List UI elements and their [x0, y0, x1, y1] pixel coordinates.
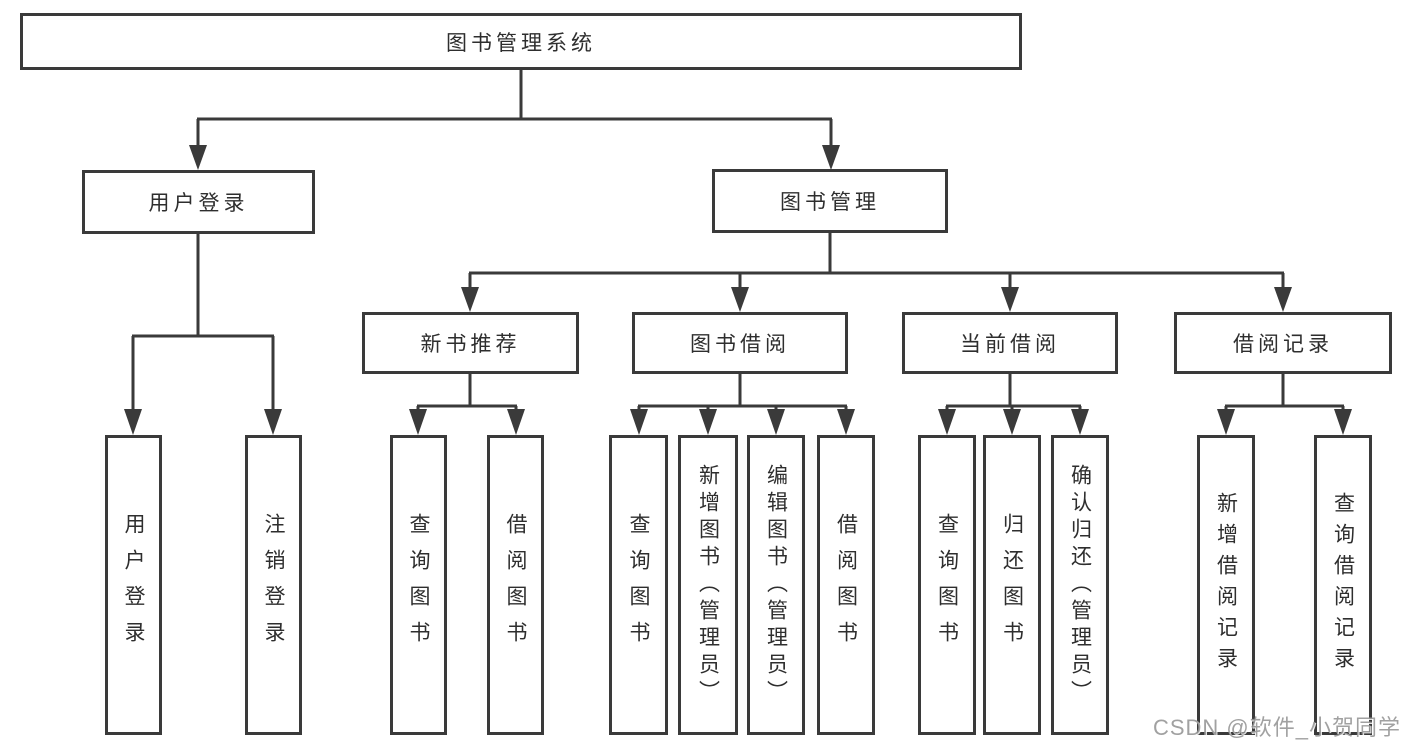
arrowhead	[1071, 409, 1089, 435]
arrowhead	[731, 287, 749, 312]
arrowhead	[1003, 409, 1021, 435]
arrowhead	[1001, 287, 1019, 312]
leaf-query-borrow-record: 查询借阅记录	[1314, 435, 1372, 735]
leaf-query-books-recommend: 查询图书	[390, 435, 447, 735]
node-user-login: 用户登录	[82, 170, 315, 234]
node-new-book-recommend: 新书推荐	[362, 312, 579, 374]
arrowhead	[264, 409, 282, 435]
arrowhead	[124, 409, 142, 435]
edges-book-management	[461, 233, 1292, 312]
leaf-borrow-books-recommend: 借阅图书	[487, 435, 544, 735]
leaf-add-book-admin: 新增图书（管理员）	[678, 435, 738, 735]
leaf-user-login: 用户登录	[105, 435, 162, 735]
arrowhead	[837, 409, 855, 435]
node-borrow-records: 借阅记录	[1174, 312, 1392, 374]
arrowhead	[461, 287, 479, 312]
node-library-system: 图书管理系统	[20, 13, 1022, 70]
edges-borrow-records	[1217, 374, 1352, 435]
edges-root	[189, 70, 840, 170]
arrowhead	[699, 409, 717, 435]
arrowhead	[507, 409, 525, 435]
node-current-borrowing: 当前借阅	[902, 312, 1118, 374]
arrowhead	[767, 409, 785, 435]
edges-current-borrowing	[938, 374, 1089, 435]
arrowhead	[1217, 409, 1235, 435]
arrowhead	[409, 409, 427, 435]
arrowhead	[1274, 287, 1292, 312]
leaf-borrow-books-borrowing: 借阅图书	[817, 435, 875, 735]
leaf-edit-book-admin: 编辑图书（管理员）	[747, 435, 805, 735]
csdn-watermark: CSDN @软件_小贺同学	[1152, 715, 1401, 740]
edges-book-borrowing	[630, 374, 855, 435]
node-book-borrowing: 图书借阅	[632, 312, 848, 374]
arrowhead	[822, 145, 840, 170]
leaf-query-books-borrowing: 查询图书	[609, 435, 668, 735]
edges-user-login	[124, 234, 282, 435]
leaf-add-borrow-record: 新增借阅记录	[1197, 435, 1255, 735]
edges-new-book-recommend	[409, 374, 525, 435]
node-book-management: 图书管理	[712, 169, 948, 233]
leaf-query-books-current: 查询图书	[918, 435, 976, 735]
arrowhead	[1334, 409, 1352, 435]
leaf-confirm-return-admin: 确认归还（管理员）	[1051, 435, 1109, 735]
arrowhead	[189, 145, 207, 170]
leaf-logout: 注销登录	[245, 435, 302, 735]
leaf-return-book: 归还图书	[983, 435, 1041, 735]
arrowhead	[630, 409, 648, 435]
arrowhead	[938, 409, 956, 435]
